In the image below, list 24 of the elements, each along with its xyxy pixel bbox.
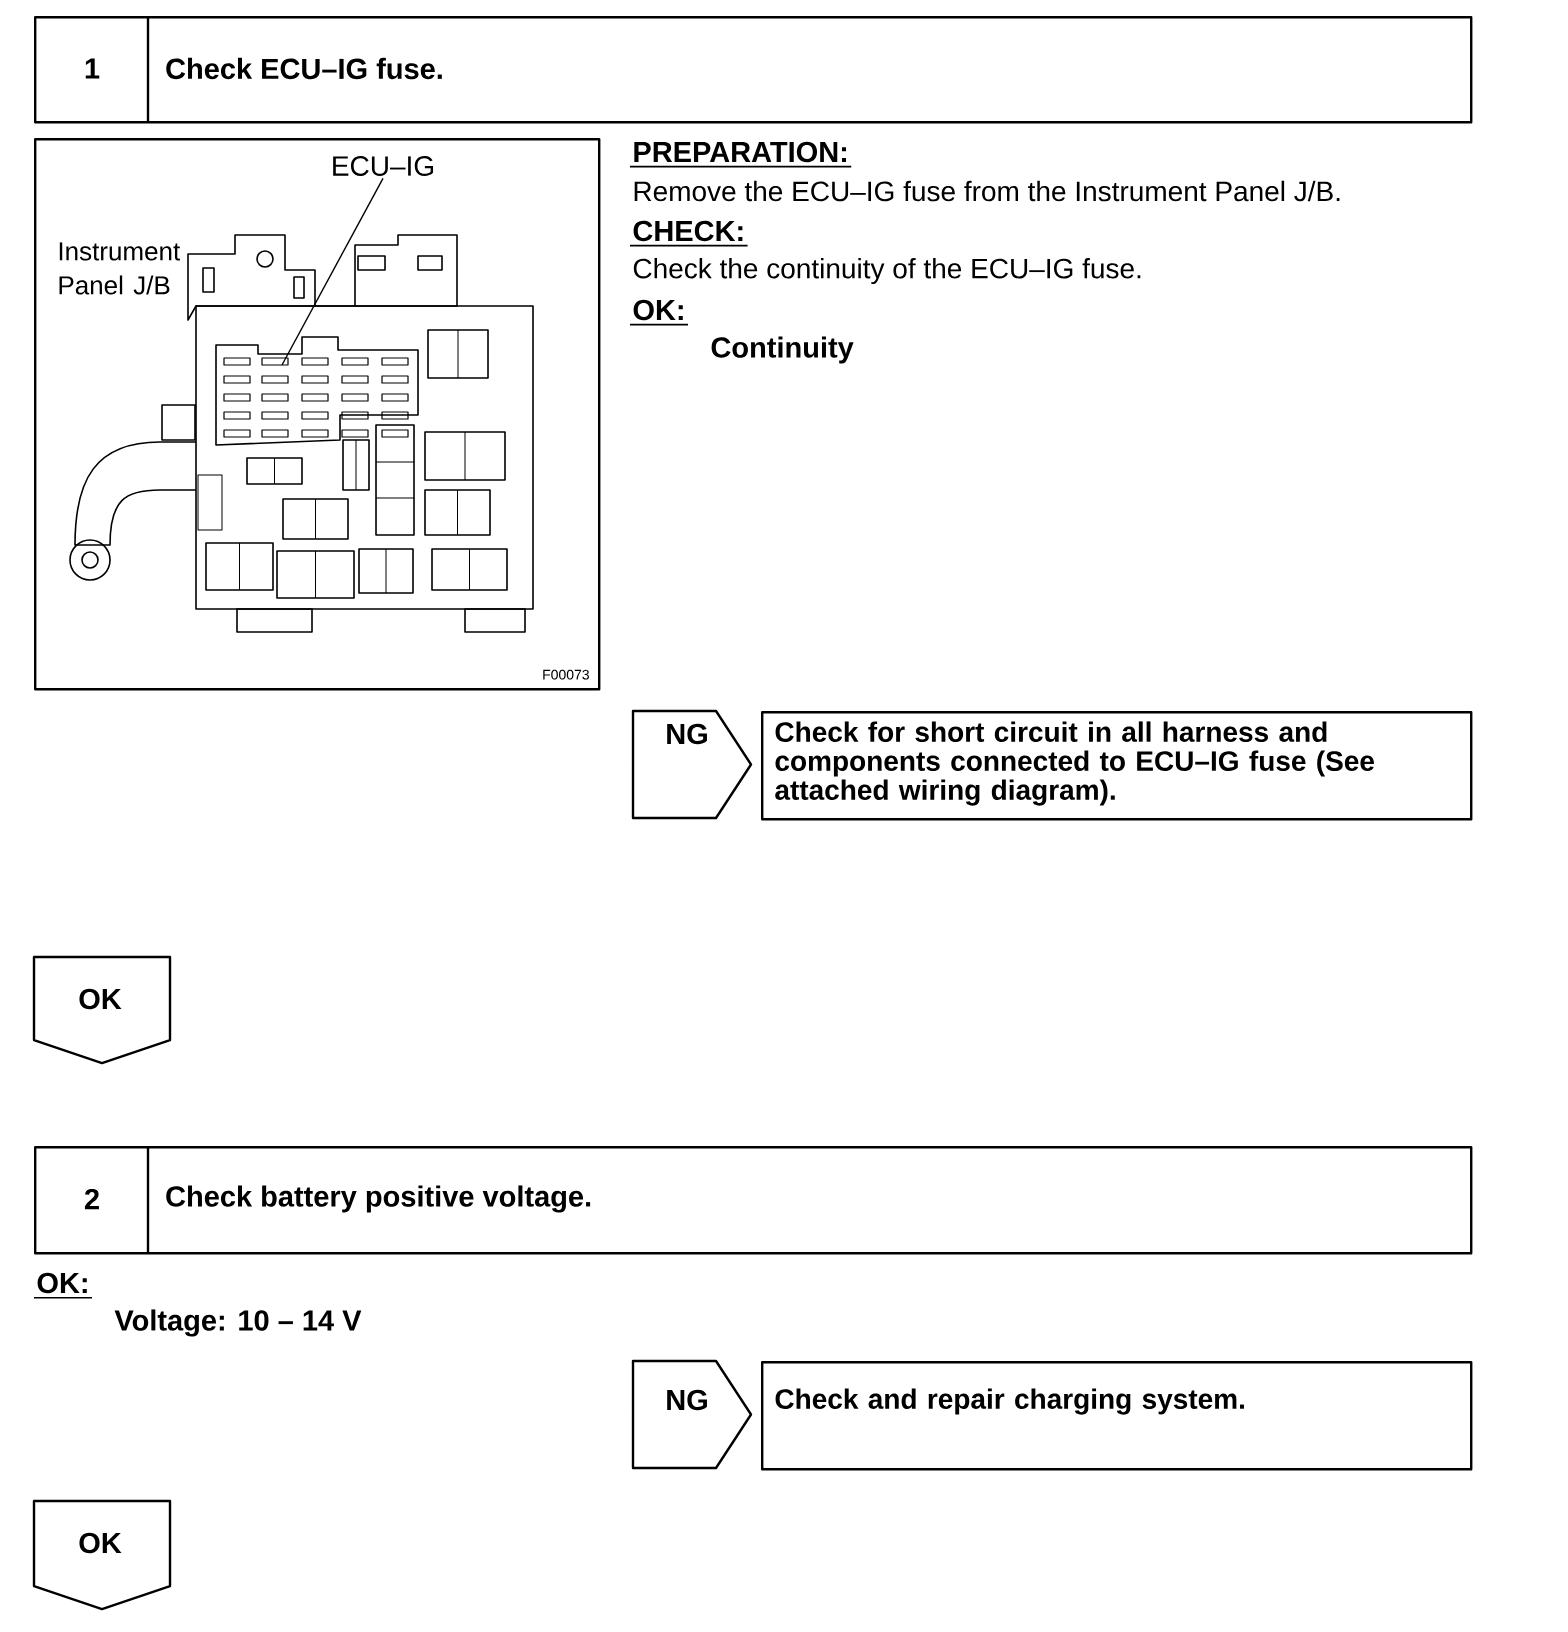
ng-chevron: NG bbox=[631, 709, 753, 820]
section-heading: PREPARATION: bbox=[629, 141, 853, 168]
ng-chevron: NG bbox=[631, 1359, 753, 1470]
criterion-text: Continuity bbox=[711, 336, 854, 364]
ok-pentagon: OK bbox=[32, 1499, 172, 1611]
callout-label: ECU–IG bbox=[333, 156, 434, 176]
section-heading: OK: bbox=[33, 1272, 93, 1299]
step-number: 1 bbox=[85, 58, 100, 79]
illustration-frame bbox=[34, 138, 601, 691]
result-box: Check and repair charging system. bbox=[761, 1361, 1473, 1471]
step-box bbox=[34, 16, 1473, 124]
step-box bbox=[34, 1146, 1473, 1255]
section-heading: CHECK: bbox=[629, 220, 749, 247]
criterion-text: Voltage: 10 – 14 V bbox=[114, 1309, 362, 1337]
part-label: Instrument Panel J/B bbox=[59, 242, 180, 295]
result-box: Check for short circuit in all harness and components connected to ECU–IG fuse (See attached wiring diagram). bbox=[761, 711, 1473, 821]
instruction-text: Check the continuity of the ECU–IG fuse. bbox=[633, 257, 1141, 285]
section-heading: OK: bbox=[629, 299, 689, 326]
step-title: Check ECU–IG fuse. bbox=[166, 57, 442, 80]
instruction-text: Remove the ECU–IG fuse from the Instrument Panel J/B. bbox=[634, 180, 1340, 202]
step-number: 2 bbox=[84, 1188, 99, 1210]
step-title: Check battery positive voltage. bbox=[166, 1185, 591, 1213]
ok-pentagon: OK bbox=[32, 955, 172, 1065]
figure-code: F00073 bbox=[543, 669, 589, 680]
